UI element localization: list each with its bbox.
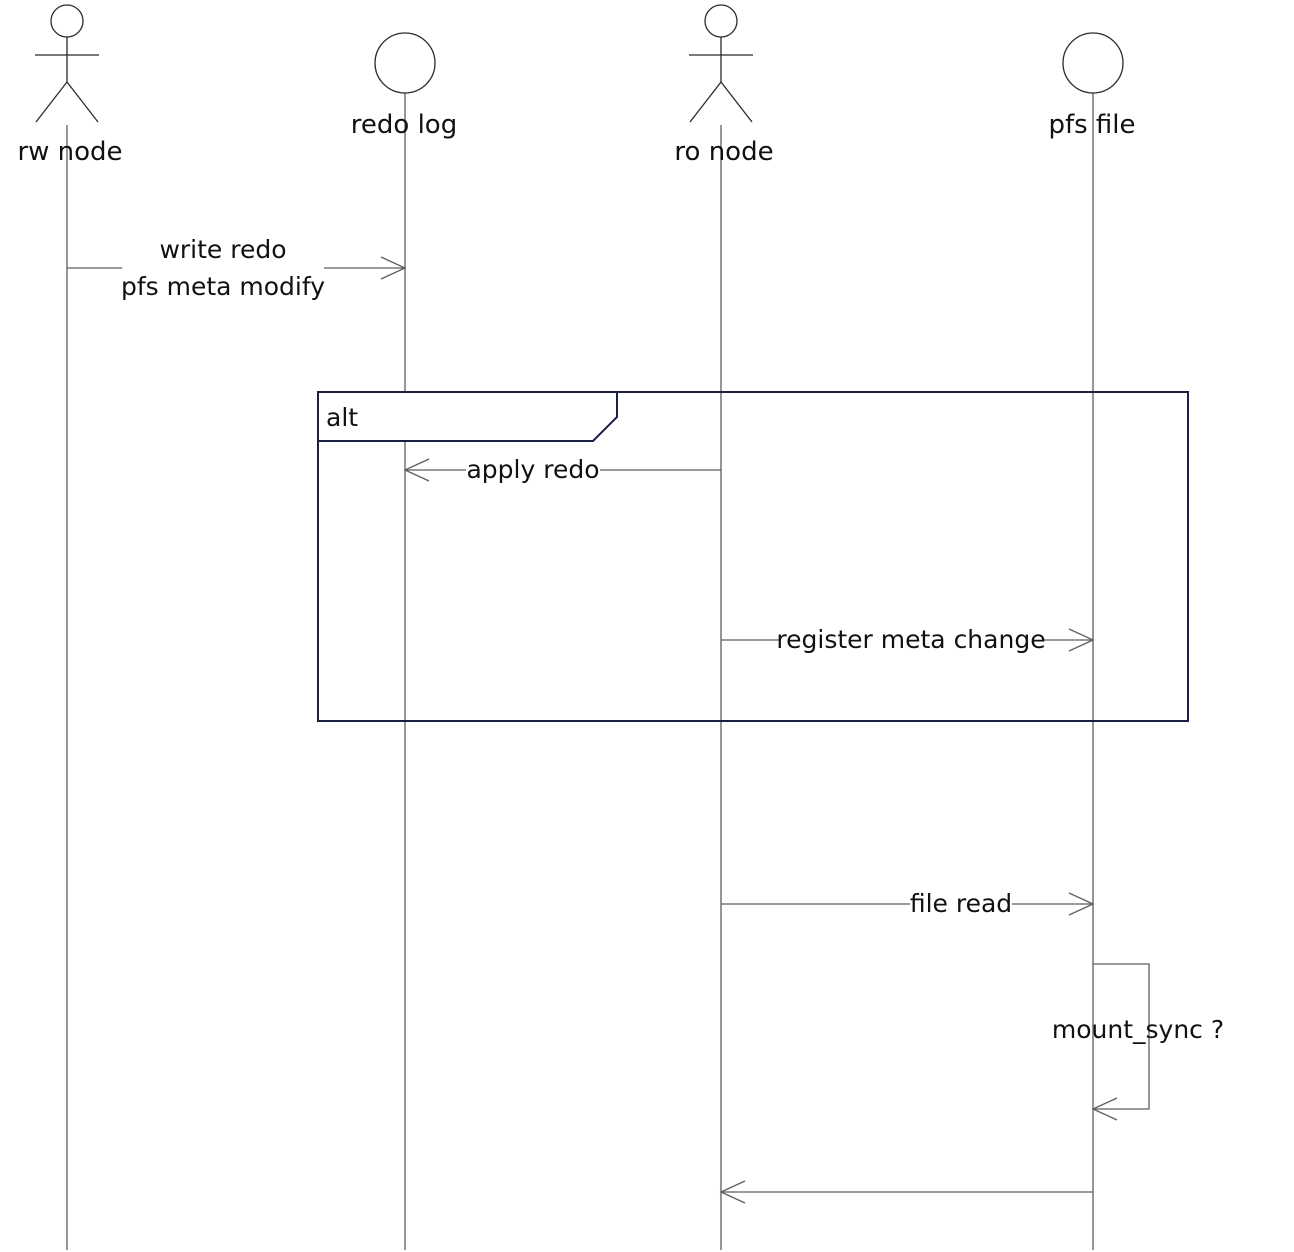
entity-icon	[374, 32, 436, 94]
entity-icon	[1062, 32, 1124, 94]
open-arrowhead	[719, 1180, 746, 1204]
participant-label: redo log	[351, 110, 457, 140]
fragment-alt: alt	[317, 391, 1189, 722]
self-message-line	[1093, 963, 1150, 1110]
message-label: file read	[910, 889, 1012, 918]
message-label: register meta change	[776, 625, 1045, 654]
fragment-label-tab	[317, 391, 618, 442]
participant-label: rw node	[17, 137, 122, 167]
message-file-read: file read	[721, 889, 1095, 918]
message-label: apply redo	[466, 455, 599, 484]
open-arrowhead	[1068, 628, 1095, 652]
open-arrowhead	[1068, 892, 1095, 916]
message-return	[719, 1180, 1093, 1204]
message-write-redo: write redo pfs meta modify	[67, 235, 407, 301]
participant-label: pfs file	[1048, 110, 1135, 140]
message-label: mount_sync ?	[1052, 1015, 1224, 1044]
message-apply-redo: apply redo	[403, 455, 721, 484]
participant-redo-log: redo log	[351, 32, 457, 140]
open-arrowhead	[1091, 1097, 1118, 1121]
fragment-frame	[317, 391, 1189, 722]
message-mount-sync: mount_sync ?	[1052, 963, 1224, 1121]
message-register-meta-change: register meta change	[721, 625, 1095, 654]
participant-ro-node: ro node	[674, 4, 774, 167]
participant-pfs-file: pfs file	[1048, 32, 1136, 140]
actor-icon	[35, 4, 99, 123]
message-label-line-2: pfs meta modify	[121, 272, 325, 301]
fragment-label: alt	[326, 403, 358, 432]
participant-label: ro node	[674, 137, 773, 167]
participant-rw-node: rw node	[17, 4, 123, 167]
open-arrowhead	[403, 458, 430, 482]
actor-icon	[689, 4, 753, 123]
message-label-line-1: write redo	[159, 235, 286, 264]
open-arrowhead	[380, 256, 407, 280]
lifelines	[66, 93, 1094, 1250]
